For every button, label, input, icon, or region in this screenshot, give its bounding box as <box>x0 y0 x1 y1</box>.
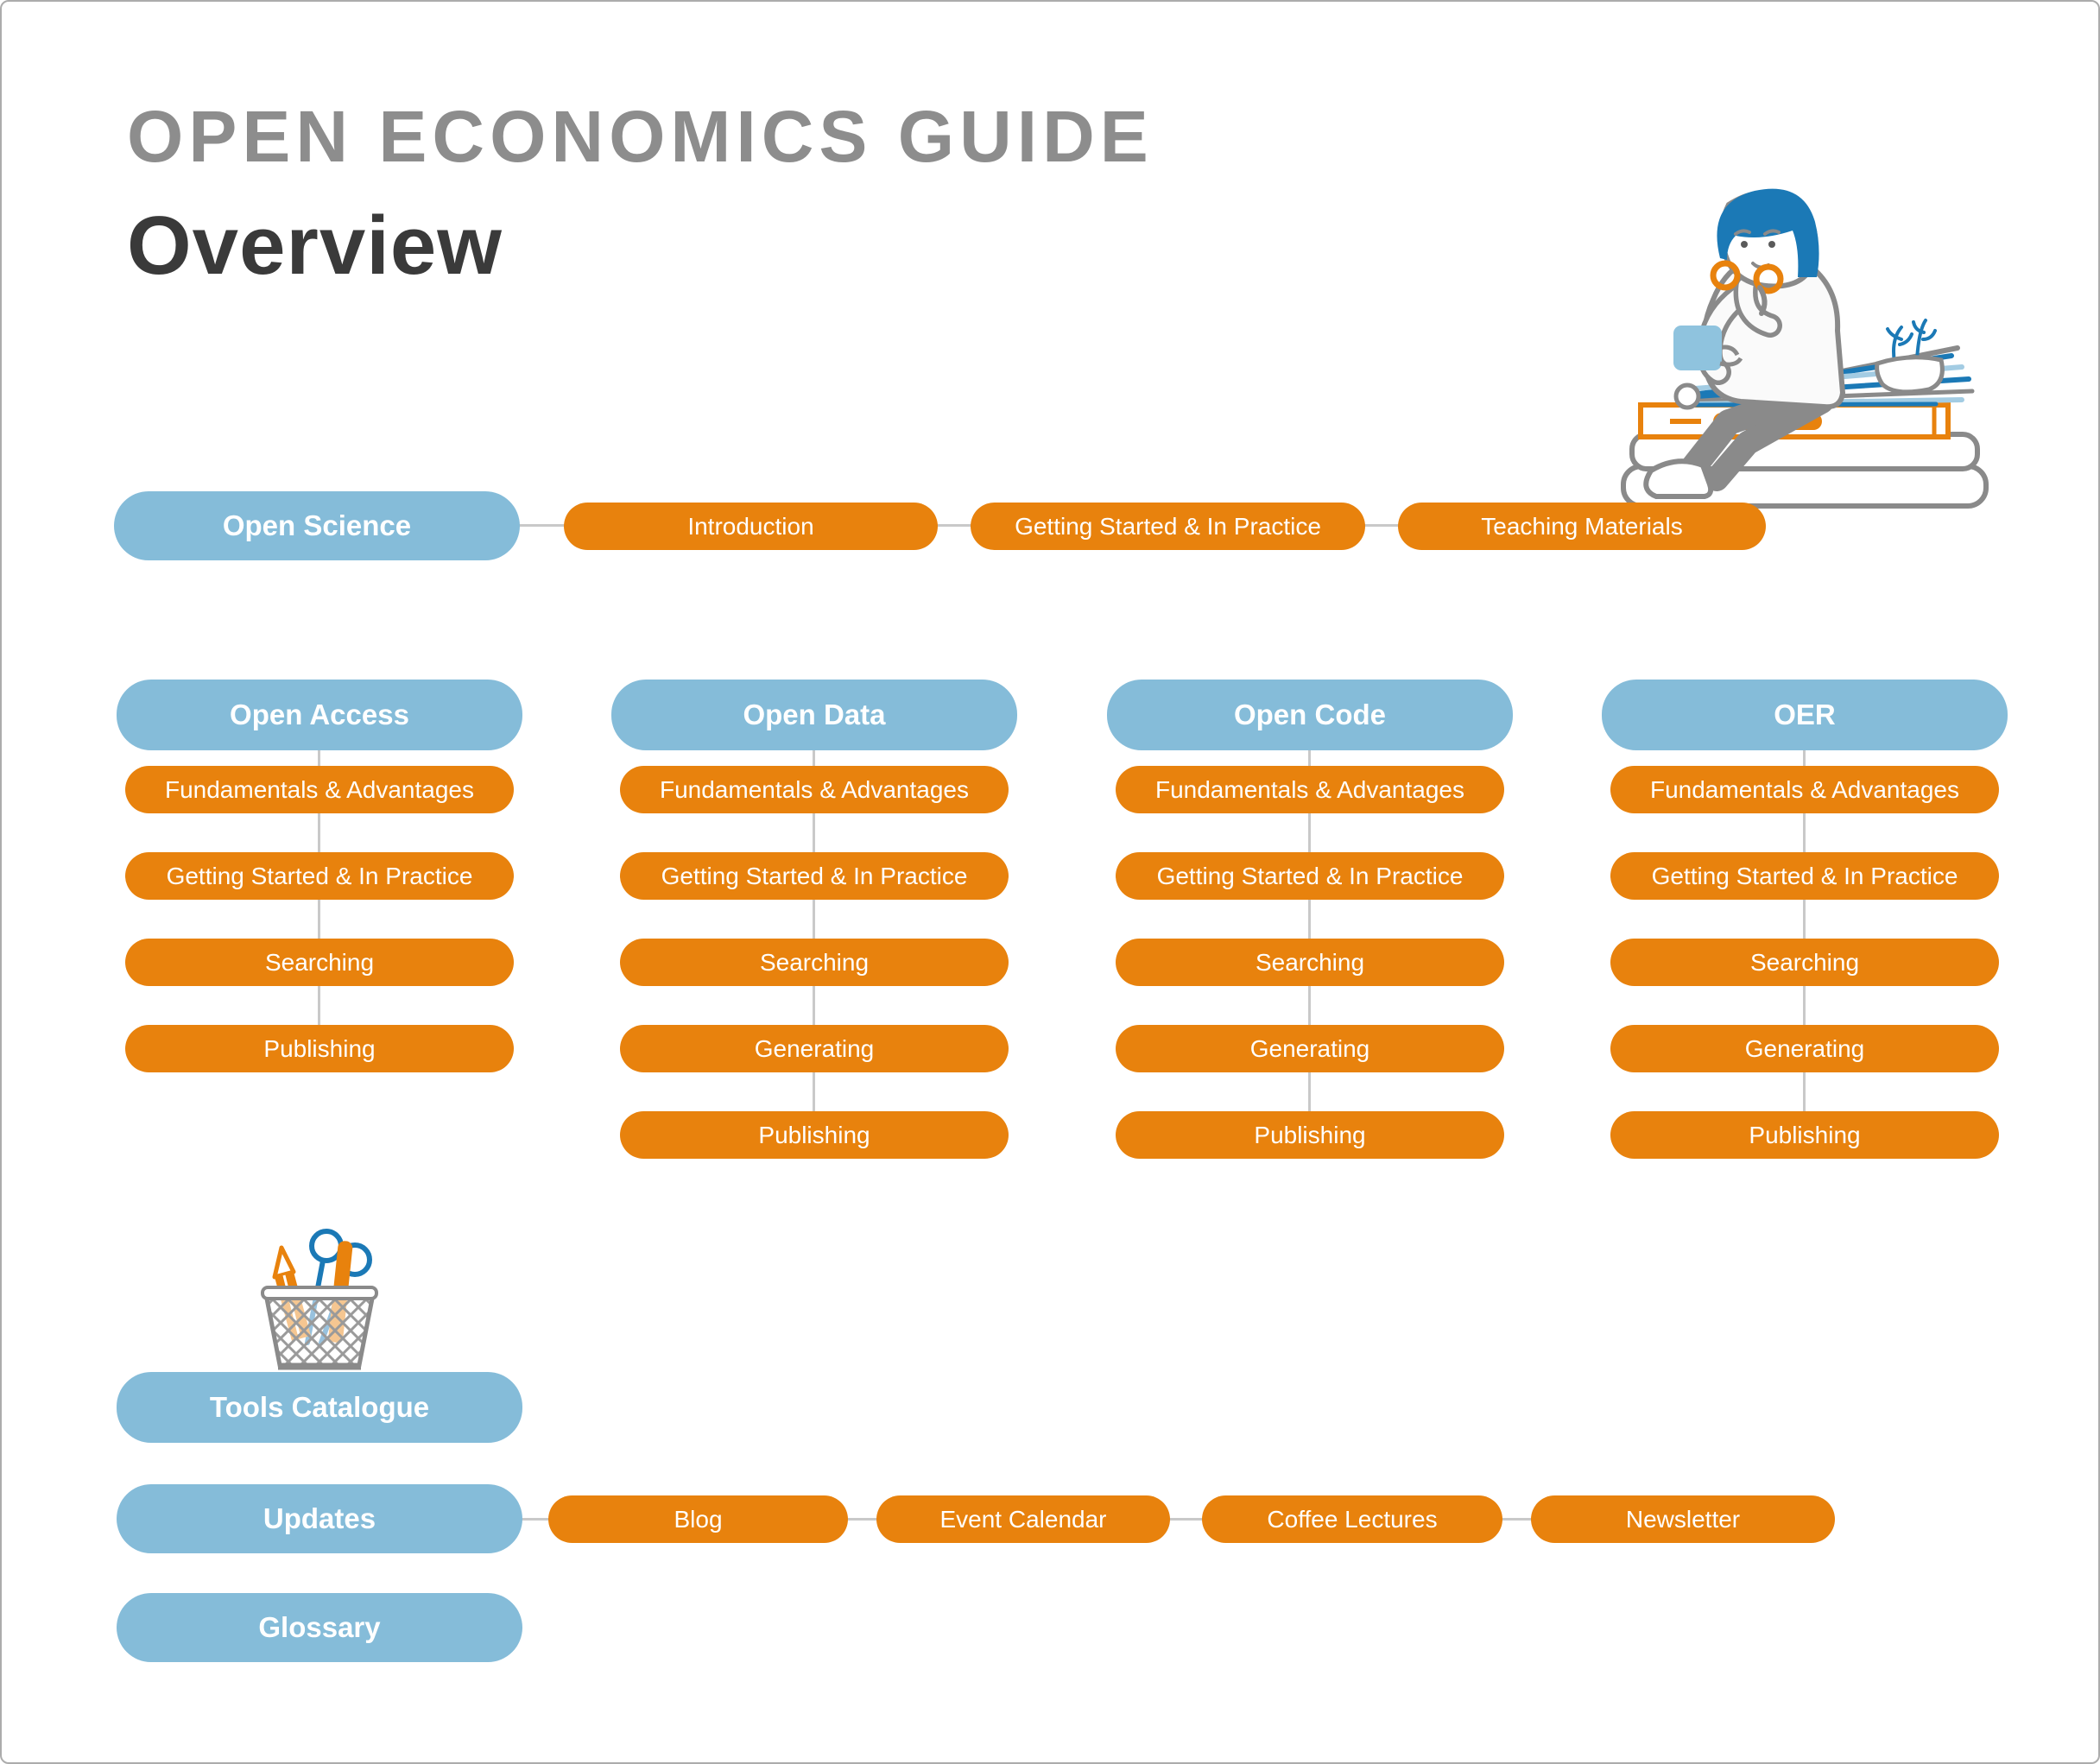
pill-introduction[interactable]: Introduction <box>564 503 938 550</box>
column-item-pill[interactable]: Generating <box>1116 1025 1504 1072</box>
column-item-pill[interactable]: Generating <box>1610 1025 1999 1072</box>
column-item-pill[interactable]: Publishing <box>1610 1111 1999 1159</box>
column-item-pill[interactable]: Generating <box>620 1025 1009 1072</box>
column-item-pill[interactable]: Getting Started & In Practice <box>1116 852 1504 900</box>
pill-open-science[interactable]: Open Science <box>114 491 520 560</box>
pill-event-calendar[interactable]: Event Calendar <box>876 1495 1170 1543</box>
connector-line <box>317 524 1586 527</box>
pill-open-access[interactable]: Open Access <box>117 680 522 750</box>
column-item-pill[interactable]: Searching <box>1116 939 1504 986</box>
pill-open-data[interactable]: Open Data <box>611 680 1017 750</box>
column-item-pill[interactable]: Publishing <box>125 1025 514 1072</box>
column-item-pill[interactable]: Getting Started & In Practice <box>620 852 1009 900</box>
pill-tools-catalogue[interactable]: Tools Catalogue <box>117 1372 522 1443</box>
pill-glossary[interactable]: Glossary <box>117 1593 522 1662</box>
guide-kicker: OPEN ECONOMICS GUIDE <box>127 96 1154 177</box>
pencil-cup-illustration <box>261 1229 378 1370</box>
person-reading-on-book-stack-illustration <box>1621 188 1989 509</box>
column-item-pill[interactable]: Publishing <box>1116 1111 1504 1159</box>
column-item-pill[interactable]: Publishing <box>620 1111 1009 1159</box>
pill-updates[interactable]: Updates <box>117 1484 522 1553</box>
pill-oer[interactable]: OER <box>1602 680 2008 750</box>
column-item-pill[interactable]: Getting Started & In Practice <box>125 852 514 900</box>
pill-coffee-lectures[interactable]: Coffee Lectures <box>1202 1495 1502 1543</box>
pill-open-code[interactable]: Open Code <box>1107 680 1513 750</box>
column-item-pill[interactable]: Fundamentals & Advantages <box>620 766 1009 813</box>
column-item-pill[interactable]: Searching <box>125 939 514 986</box>
column-item-pill[interactable]: Fundamentals & Advantages <box>125 766 514 813</box>
column-item-pill[interactable]: Searching <box>1610 939 1999 986</box>
column-item-pill[interactable]: Getting Started & In Practice <box>1610 852 1999 900</box>
pill-teaching-materials[interactable]: Teaching Materials <box>1398 503 1766 550</box>
page-title: Overview <box>127 199 503 292</box>
column-item-pill[interactable]: Fundamentals & Advantages <box>1116 766 1504 813</box>
column-item-pill[interactable]: Fundamentals & Advantages <box>1610 766 1999 813</box>
pill-newsletter[interactable]: Newsletter <box>1531 1495 1835 1543</box>
column-item-pill[interactable]: Searching <box>620 939 1009 986</box>
pill-blog[interactable]: Blog <box>548 1495 848 1543</box>
pill-getting-started-open-science[interactable]: Getting Started & In Practice <box>971 503 1365 550</box>
